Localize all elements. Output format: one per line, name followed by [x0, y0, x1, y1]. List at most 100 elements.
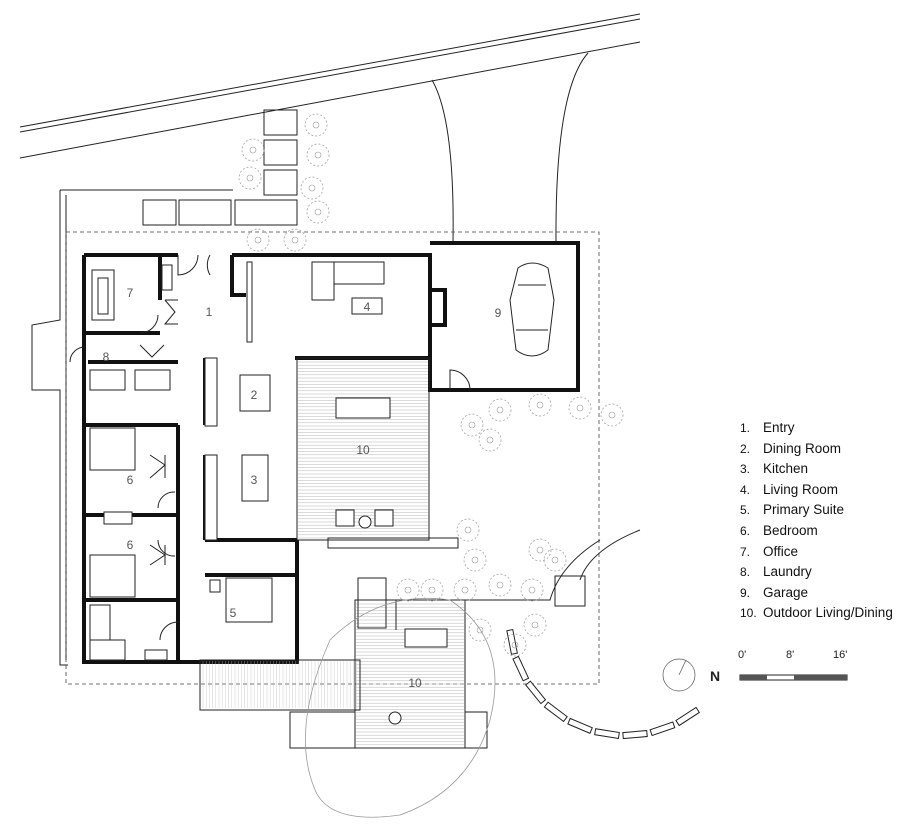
room-label-outdoor-lower: 10 [408, 676, 422, 690]
driveway [431, 52, 589, 243]
plant-icon [488, 398, 512, 422]
room-label-outdoor-upper: 10 [356, 443, 370, 457]
plant-icon [306, 200, 330, 224]
legend-label: Laundry [763, 564, 812, 580]
paver [512, 655, 530, 682]
legend-label: Kitchen [763, 461, 809, 477]
legend-label: Living Room [763, 481, 839, 497]
tree-canopy [304, 597, 496, 818]
room-label-bedroom-upper: 6 [127, 473, 134, 487]
plant-icon [576, 404, 584, 412]
plant-icon [543, 548, 567, 572]
room-label-office: 7 [127, 286, 134, 300]
plant-icon [246, 228, 270, 252]
legend-label: Garage [763, 584, 809, 600]
plant-icon [396, 578, 420, 602]
scale-label-sixteen: 16' [833, 649, 848, 661]
closet-doors [139, 299, 178, 566]
plant-icon [241, 138, 265, 162]
north-label: N [710, 668, 721, 684]
paver [622, 729, 648, 740]
stepping-stones [142, 109, 298, 226]
plant-icon [486, 436, 494, 444]
plant-icon [503, 633, 527, 657]
plant-icon [523, 613, 547, 637]
legend-number: 7. [740, 544, 751, 559]
plant-icon [528, 586, 536, 594]
scale-label-eight: 8' [786, 649, 795, 661]
plant-icon [468, 421, 476, 429]
path-pavers [506, 629, 701, 740]
plant-icon [283, 228, 307, 252]
plant-icon [464, 526, 472, 534]
legend-item: 4.Living Room [740, 482, 920, 503]
legend-label: Office [763, 543, 799, 559]
legend-number: 5. [740, 503, 751, 518]
plant-icon [246, 174, 254, 182]
scale-bar-segment [740, 675, 767, 680]
plant-icon [528, 538, 552, 562]
room-label-primary-suite: 5 [230, 606, 237, 620]
plant-icon [306, 143, 330, 167]
north-arrow-needle [678, 659, 687, 676]
legend-number: 8. [740, 565, 751, 580]
north-arrow [662, 658, 696, 692]
scale-bar-segment [794, 675, 847, 680]
plant-icon [478, 428, 502, 452]
plant-icon [536, 401, 544, 409]
plant-icon [536, 546, 544, 554]
plant-icon [428, 586, 436, 594]
roof-outline [65, 231, 600, 685]
paver [594, 728, 620, 739]
legend-item: 2.Dining Room [740, 441, 920, 462]
plant-icon [520, 578, 544, 602]
plant-icon [551, 556, 559, 564]
plant-icon [471, 556, 479, 564]
plant-icon [460, 413, 484, 437]
garage-car [509, 262, 555, 357]
paver [567, 717, 593, 734]
plant-icon [528, 393, 552, 417]
garden-wall-and-stairs [395, 529, 641, 630]
plant-icon [488, 573, 512, 597]
room-labels: 1 2 3 4 5 6 6 7 8 9 10 10 [103, 286, 502, 690]
room-label-kitchen: 3 [251, 473, 258, 487]
plant-icon [600, 403, 624, 427]
outdoor-furniture [335, 397, 448, 725]
legend-number: 9. [740, 585, 751, 600]
paver [675, 706, 701, 727]
scale-label-zero: 0' [738, 649, 747, 661]
room-label-bedroom-lower: 6 [127, 538, 134, 552]
plant-icon [314, 208, 322, 216]
furniture [89, 261, 385, 661]
legend-number: 3. [740, 462, 751, 477]
legend-label: Dining Room [763, 440, 842, 456]
plant-icon [291, 236, 299, 244]
plant-icon [463, 548, 487, 572]
legend-item: 10.Outdoor Living/Dining [740, 605, 920, 626]
legend-item: 3. Kitchen [740, 461, 920, 482]
legend-number: 1. [740, 421, 751, 435]
scale-bar [739, 674, 848, 681]
plant-icon [308, 184, 316, 192]
plant-icon [531, 621, 539, 629]
legend-label: Bedroom [763, 522, 818, 538]
landscaping [238, 113, 624, 657]
legend-item: 6.Bedroom [740, 523, 920, 544]
room-label-entry: 1 [206, 305, 213, 319]
legend-item: 8. Laundry [740, 564, 920, 585]
plant-icon [511, 641, 519, 649]
legend-item: 7. Office [740, 544, 920, 565]
plant-icon [304, 113, 328, 137]
legend-item: 1. Entry [740, 420, 920, 441]
north-arrow-circle [662, 658, 696, 692]
legend-number: 10. [740, 606, 757, 621]
plant-icon [496, 406, 504, 414]
paver [525, 680, 547, 705]
doors [69, 254, 471, 641]
plant-icon [314, 151, 322, 159]
plant-icon [238, 166, 262, 190]
legend-label: Entry [763, 420, 795, 435]
plant-icon [468, 618, 492, 642]
